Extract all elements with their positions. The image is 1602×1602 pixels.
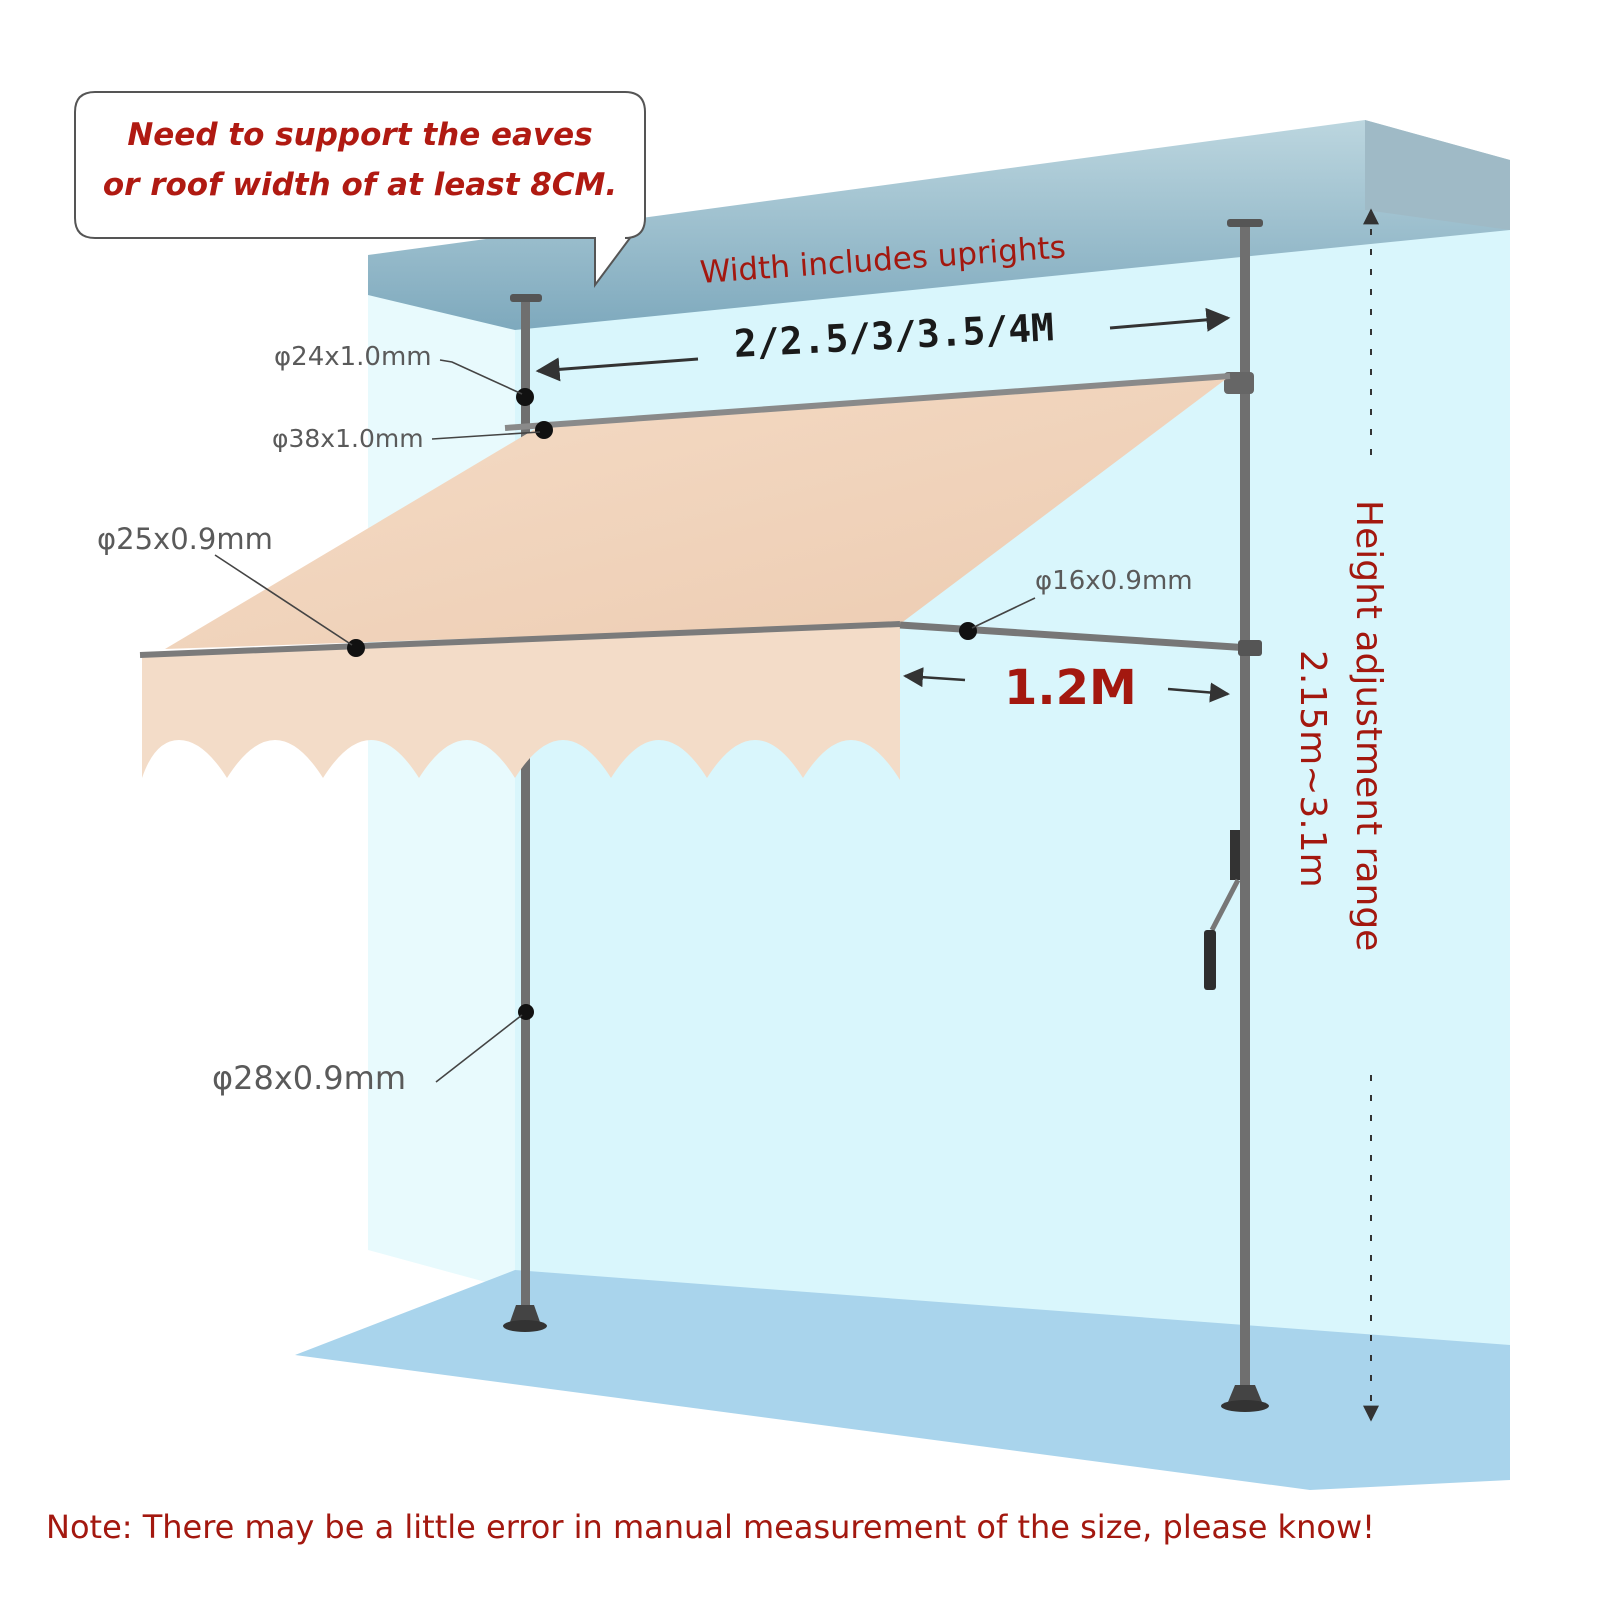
awning-valance	[142, 624, 900, 780]
right-pole	[1240, 225, 1250, 1395]
label-arm: φ16x0.9mm	[1035, 566, 1193, 596]
depth-arrow-right	[1167, 682, 1230, 703]
label-pole-top: φ24x1.0mm	[274, 342, 432, 372]
leader-arm	[971, 597, 1036, 629]
marker-pole-top	[516, 388, 534, 406]
label-roller-tube: φ38x1.0mm	[272, 424, 424, 453]
callout-text: Need to support the eaves or roof width …	[80, 110, 640, 210]
left-pole-foot	[510, 1305, 540, 1322]
width-arrow-right	[1109, 307, 1231, 332]
right-pole-bracket	[1224, 372, 1254, 394]
left-pole-top-plate	[510, 294, 542, 302]
leader-pole-top	[439, 359, 523, 395]
left-pole-base	[503, 1320, 547, 1332]
label-pole-bottom: φ28x0.9mm	[212, 1059, 406, 1097]
front-bar	[139, 621, 901, 658]
width-arrow-left	[535, 357, 699, 382]
ceiling-edge	[1365, 120, 1510, 230]
height-range: 2.15m~3.1m	[1292, 650, 1333, 888]
left-pole	[521, 300, 530, 1315]
right-pole-foot	[1228, 1385, 1262, 1402]
awning-canopy	[165, 376, 1230, 649]
marker-arm	[959, 622, 977, 640]
leader-front-bar	[214, 554, 353, 646]
height-label-group: Height adjustment range 2.15m~3.1m	[1292, 500, 1400, 1020]
height-title: Height adjustment range	[1348, 500, 1389, 952]
marker-front-bar	[347, 639, 365, 657]
side-wall-left	[368, 255, 515, 1290]
depth-value: 1.2M	[1004, 660, 1137, 716]
ceiling-eave	[368, 120, 1510, 330]
marker-roller-tube	[535, 421, 553, 439]
right-pole-top-plate	[1227, 219, 1263, 227]
crank-grip	[1204, 930, 1216, 990]
crank-housing	[1230, 830, 1240, 880]
depth-arrow-left	[903, 667, 966, 688]
roller-tube	[504, 373, 1231, 431]
arm-clamp	[1238, 640, 1262, 656]
right-pole-base	[1221, 1400, 1269, 1412]
callout-line-1: Need to support the eaves	[127, 117, 593, 153]
label-front-bar: φ25x0.9mm	[97, 522, 273, 556]
marker-pole-bottom	[518, 1004, 534, 1020]
callout-line-2: or roof width of at least 8CM.	[102, 167, 618, 203]
leader-pole-bottom	[435, 1014, 523, 1083]
support-arm	[899, 621, 1251, 652]
floor	[295, 1270, 1510, 1490]
crank-arm	[1209, 878, 1241, 932]
footer-note: Note: There may be a little error in man…	[46, 1508, 1375, 1546]
leader-roller-tube	[431, 431, 541, 440]
callout-bubble	[74, 91, 646, 289]
